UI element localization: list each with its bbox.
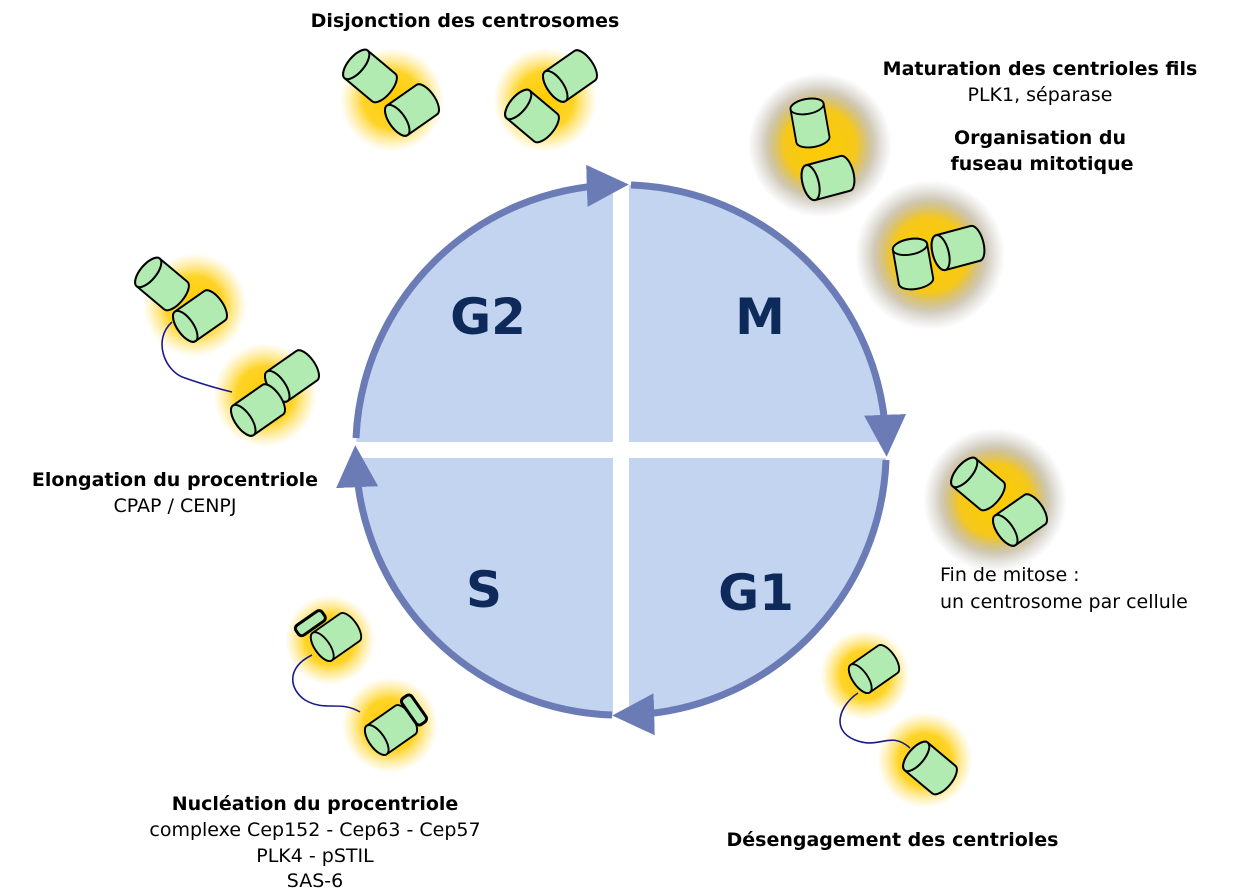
centrioles-nucleation [285, 595, 438, 773]
label-fin-mitose-line2: un centrosome par cellule [940, 591, 1188, 613]
centrosome-maturation-lower [855, 180, 1005, 330]
centrioles-elongation [129, 252, 325, 447]
centrioles-desengagement [820, 630, 973, 808]
cell-cycle-wheel: G2 M S G1 [336, 164, 907, 736]
phase-g1-label: G1 [718, 564, 794, 622]
arc-g1-to-s [612, 459, 890, 736]
centrosome-disjonction-left [337, 44, 445, 152]
phase-g2-label: G2 [450, 288, 526, 346]
quadrant-m [621, 185, 886, 450]
centrosome-disjonction-right [493, 45, 603, 152]
label-maturation-title: Maturation des centrioles fils [882, 58, 1198, 80]
centrosome-fin-mitose [923, 428, 1067, 572]
arc-s-to-g2 [336, 445, 613, 719]
label-fin-mitose-line1: Fin de mitose : [940, 564, 1080, 586]
centrosome-maturation-upper [748, 73, 892, 217]
quadrant-g1 [621, 450, 886, 715]
label-nucleation-title: Nucléation du procentriole [171, 793, 459, 815]
phase-m-label: M [735, 288, 785, 346]
quadrant-s [356, 450, 621, 715]
label-nucleation-line2: PLK4 - pSTIL [256, 845, 374, 867]
arc-m-to-g1 [630, 181, 907, 457]
phase-s-label: S [466, 561, 502, 619]
quadrant-g2 [356, 185, 621, 450]
label-organisation-line1: Organisation du [953, 127, 1127, 149]
label-disjonction: Disjonction des centrosomes [310, 10, 620, 32]
label-elongation-title: Elongation du procentriole [31, 469, 319, 491]
horizontal-separator [350, 442, 892, 458]
label-nucleation-line3: SAS-6 [286, 870, 344, 892]
label-nucleation-line1: complexe Cep152 - Cep63 - Cep57 [149, 819, 481, 841]
label-maturation-sub: PLK1, séparase [967, 84, 1113, 106]
label-desengagement: Désengagement des centrioles [726, 829, 1059, 851]
arc-g2-to-m [352, 164, 629, 439]
label-elongation-sub: CPAP / CENPJ [113, 495, 237, 517]
label-organisation-line2: fuseau mitotique [950, 153, 1134, 175]
